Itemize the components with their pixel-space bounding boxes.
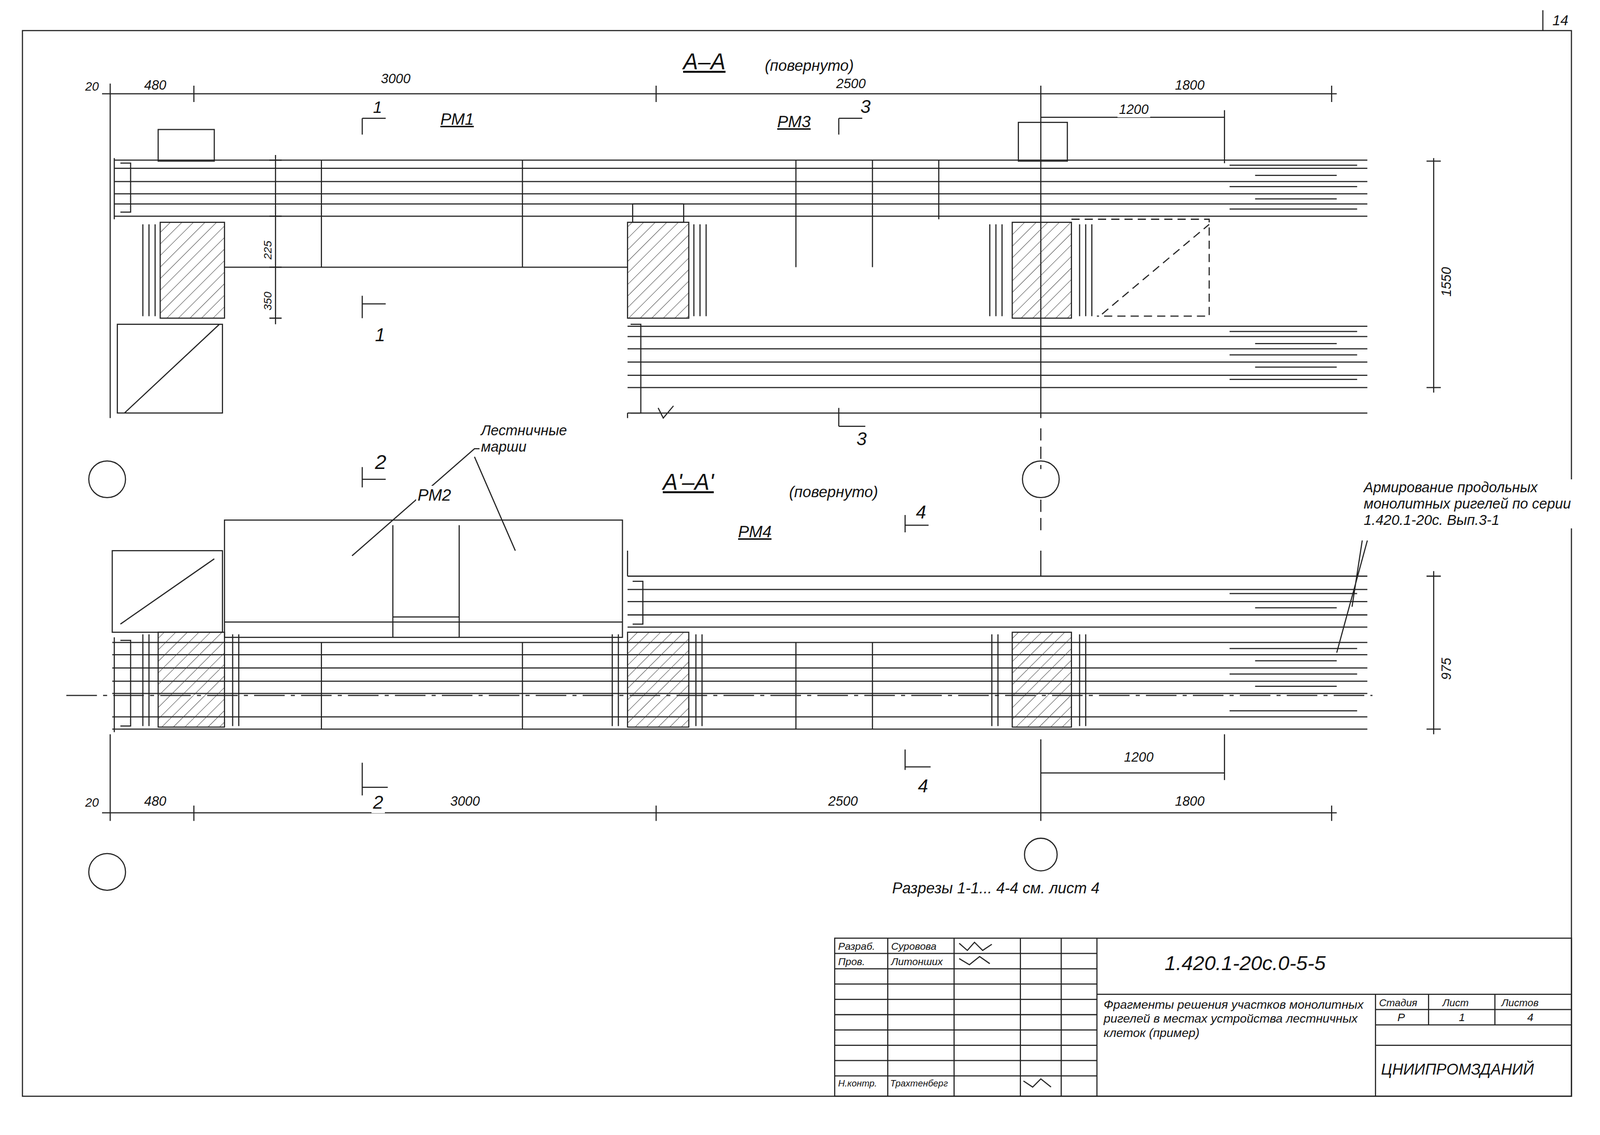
dimension: 480 — [142, 794, 168, 810]
dimension: 3000 — [379, 71, 413, 87]
section-mark: 1 — [373, 324, 387, 346]
table-cell: Р — [1395, 1011, 1407, 1024]
table-cell: Разраб. — [836, 940, 877, 953]
reference-note: Разрезы 1-1... 4-4 см. лист 4 — [890, 879, 1102, 898]
section-mark: 2 — [371, 792, 385, 814]
section-note: (повернуто) — [763, 56, 856, 75]
dimension: 1200 — [1117, 102, 1151, 118]
section-mark: 3 — [854, 428, 869, 450]
table-cell: 4 — [1525, 1011, 1536, 1024]
dimension: 975 — [1439, 656, 1455, 682]
beam-mark: РМ3 — [775, 112, 812, 132]
section-mark: 1 — [371, 98, 384, 117]
section-mark: 3 — [858, 96, 873, 118]
callout-note: Армирование продольных монолитных ригеле… — [1362, 479, 1597, 529]
dimension: 2500 — [834, 76, 868, 92]
dimension: 20 — [83, 79, 101, 94]
section-note: (повернуто) — [787, 483, 880, 502]
document-code: 1.420.1-20с.0-5-5 — [1163, 952, 1328, 976]
beam-mark: РМ1 — [438, 109, 476, 129]
dimension: 1550 — [1439, 265, 1455, 299]
table-cell: Стадия — [1377, 997, 1419, 1010]
dimension: 20 — [83, 796, 101, 810]
dimension: 1800 — [1173, 77, 1207, 94]
section-title: А'–А' — [661, 469, 716, 496]
section-title: А–А — [681, 49, 728, 75]
table-cell: Суровова — [889, 940, 938, 953]
table-cell: 1 — [1457, 1011, 1467, 1024]
table-cell: Лист — [1440, 997, 1471, 1010]
dimension: 1200 — [1122, 749, 1156, 766]
section-mark: 4 — [914, 501, 928, 524]
dimension: 225 — [261, 239, 274, 262]
organisation-name: ЦНИИПРОМЗДАНИЙ — [1379, 1061, 1536, 1079]
dimension: 350 — [261, 290, 274, 313]
table-cell: Литонших — [889, 956, 945, 968]
dimension: 2500 — [826, 794, 860, 810]
table-cell: Трахтенберг — [888, 1078, 950, 1089]
table-cell: Пров. — [836, 956, 867, 968]
dimension: 480 — [142, 77, 168, 94]
dimension: 3000 — [448, 794, 482, 810]
beam-mark: РМ4 — [736, 522, 773, 542]
section-mark: 4 — [916, 775, 930, 798]
sheet-number: 14 — [1550, 12, 1570, 29]
section-mark: 2 — [373, 450, 388, 475]
callout-text: Лестничные марши — [479, 422, 605, 456]
table-cell: Листов — [1499, 997, 1541, 1010]
drawing-name: Фрагменты решения участков монолитных ри… — [1102, 998, 1373, 1041]
table-cell: Н.контр. — [836, 1078, 879, 1089]
beam-mark: РМ2 — [416, 485, 453, 505]
dimension: 1800 — [1173, 794, 1207, 810]
